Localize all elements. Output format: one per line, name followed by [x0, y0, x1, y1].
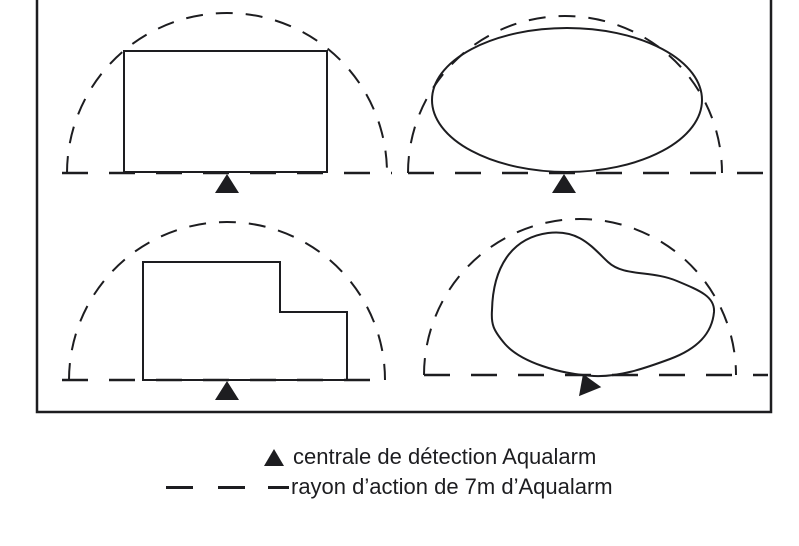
- rectangular-pool-sensor-triangle: [215, 174, 239, 193]
- legend-radius-label: rayon d’action de 7m d’Aqualarm: [291, 474, 613, 499]
- l-shaped-pool-radius-arc: [68, 221, 386, 381]
- dashed-line-icon: [166, 485, 193, 489]
- oval-pool-radius-arc: [407, 15, 723, 174]
- l-shaped-pool-outline: [142, 261, 348, 381]
- oval-pool-outline: [431, 27, 703, 173]
- kidney-pool-outline: [490, 231, 716, 378]
- kidney-pool-radius-arc: [423, 218, 737, 376]
- legend-row-radius: rayon d’action de 7m d’Aqualarm: [166, 476, 613, 498]
- oval-pool-sensor-triangle: [552, 174, 576, 193]
- legend-sensor-label: centrale de détection Aqualarm: [293, 444, 597, 469]
- sensor-triangle-icon: [264, 448, 284, 466]
- rectangular-pool-radius-arc: [66, 12, 388, 174]
- l-shaped-pool-sensor-triangle: [215, 381, 239, 400]
- dashed-line-icon: [218, 485, 245, 489]
- kidney-pool-sensor-triangle: [578, 374, 602, 397]
- rectangular-pool-outline: [123, 50, 328, 173]
- dashed-line-icon: [268, 485, 289, 489]
- diagram-border: [35, 0, 773, 414]
- legend-row-sensor: centrale de détection Aqualarm: [264, 446, 596, 468]
